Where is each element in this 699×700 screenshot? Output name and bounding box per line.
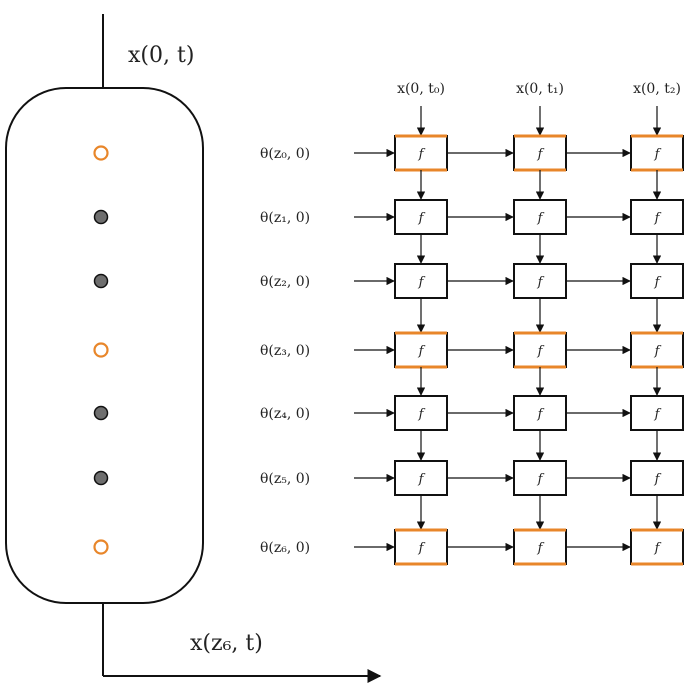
cell-4-2 [630, 395, 684, 431]
column-input-label: x(0, t) [128, 43, 194, 68]
cell-label-4-0: f [418, 407, 426, 422]
column-node-z4 [93, 405, 109, 421]
column-node-z2 [93, 273, 109, 289]
column-node-z0 [93, 145, 109, 161]
column-node-z6 [93, 539, 109, 555]
cell-label-0-0: f [418, 147, 426, 162]
column-group: x(0, t) x(z₆, t) [5, 14, 382, 683]
col-label-1: x(0, t₁) [516, 81, 564, 97]
cell-label-1-1: f [537, 211, 545, 226]
cell-label-0-1: f [537, 147, 545, 162]
cell-2-1 [513, 263, 567, 299]
cell-label-2-0: f [418, 275, 426, 290]
cell-label-5-2: f [654, 472, 662, 487]
row-label-4: θ(z₄, 0) [260, 406, 310, 422]
cell-2-0 [394, 263, 448, 299]
column-vessel [5, 87, 204, 604]
row-label-5: θ(z₅, 0) [260, 471, 310, 487]
row-label-1: θ(z₁, 0) [260, 210, 310, 226]
cell-label-6-2: f [654, 541, 662, 556]
cell-grid: x(0, t₀) x(0, t₁) x(0, t₂) θ(z₀, 0) f f f θ(z₁,… [260, 81, 684, 566]
column-node-z3 [93, 342, 109, 358]
row-label-0: θ(z₀, 0) [260, 146, 310, 162]
cell-label-2-1: f [537, 275, 545, 290]
cell-label-4-2: f [654, 407, 662, 422]
cell-3-1 [513, 332, 567, 368]
cell-label-2-2: f [654, 275, 662, 290]
cell-label-3-1: f [537, 344, 545, 359]
cell-label-5-0: f [418, 472, 426, 487]
cell-2-2 [630, 263, 684, 299]
cell-label-6-1: f [537, 541, 545, 556]
cell-label-6-0: f [418, 541, 426, 556]
col-label-0: x(0, t₀) [397, 81, 445, 97]
cell-label-3-2: f [654, 344, 662, 359]
cell-label-1-0: f [418, 211, 426, 226]
row-label-3: θ(z₃, 0) [260, 343, 310, 359]
cell-5-1 [513, 460, 567, 496]
cell-label-3-0: f [418, 344, 426, 359]
cell-5-0 [394, 460, 448, 496]
cell-label-4-1: f [537, 407, 545, 422]
cell-label-1-2: f [654, 211, 662, 226]
column-nodes [93, 145, 109, 555]
cell-label-0-2: f [654, 147, 662, 162]
cell-4-1 [513, 395, 567, 431]
cell-label-5-1: f [537, 472, 545, 487]
column-output-label: x(z₆, t) [190, 631, 263, 656]
column-node-z1 [93, 209, 109, 225]
row-label-2: θ(z₂, 0) [260, 274, 310, 290]
column-node-z5 [93, 470, 109, 486]
col-label-2: x(0, t₂) [633, 81, 681, 97]
row-label-6: θ(z₆, 0) [260, 540, 310, 556]
